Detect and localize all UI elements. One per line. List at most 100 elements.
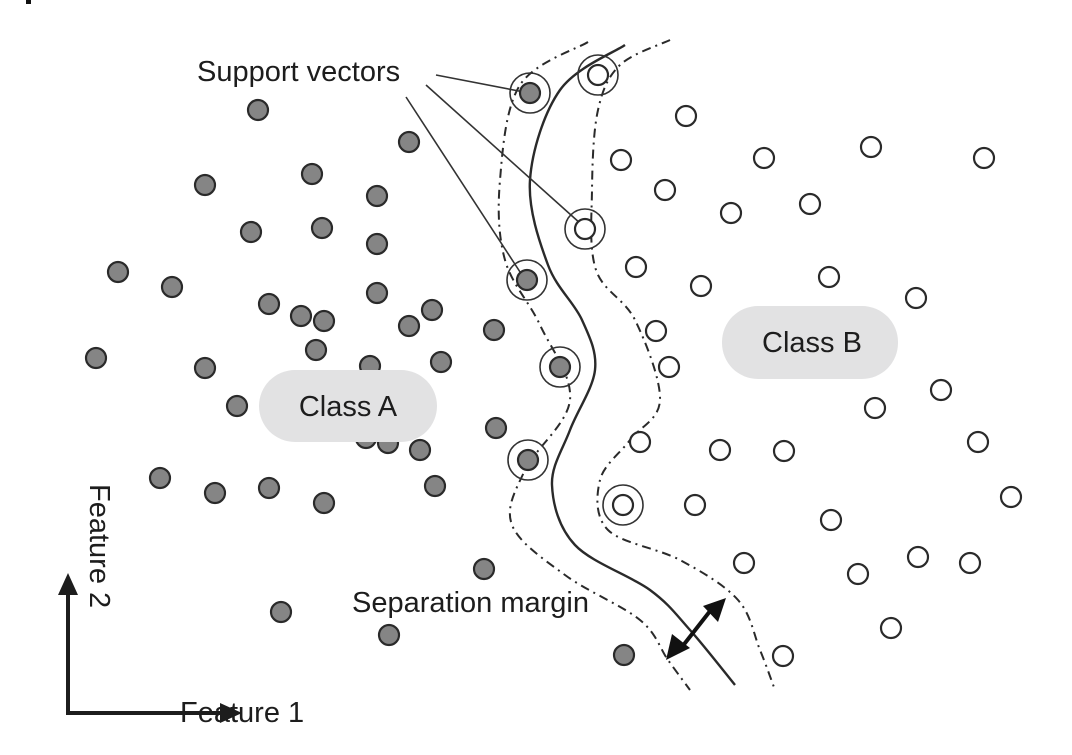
class-b-point: [999, 485, 1023, 509]
class-b-point: [752, 146, 776, 170]
filled-circle-marker: [239, 220, 263, 244]
feature-2-label: Feature 2: [83, 484, 115, 608]
class-b-point: [859, 135, 883, 159]
corner-mark: [26, 0, 31, 4]
class-b-support-vector: [602, 484, 644, 526]
class-a-point: [482, 318, 506, 342]
open-circle-marker: [653, 178, 677, 202]
class-b-point: [904, 286, 928, 310]
filled-circle-marker: [397, 130, 421, 154]
class-a-point: [160, 275, 184, 299]
support-vector-leader-lines: [405, 74, 582, 276]
class-b-point: [719, 201, 743, 225]
class-a-label-group: Class A: [259, 370, 437, 442]
support-vector-leader-line: [435, 74, 525, 93]
open-circle-marker: [708, 438, 732, 462]
open-circle-marker: [657, 355, 681, 379]
class-b-label-group: Class B: [722, 306, 898, 379]
open-circle-marker: [817, 265, 841, 289]
class-a-label: Class A: [299, 391, 398, 423]
feature-1-arrowhead-icon: [220, 703, 242, 723]
open-circle-marker: [573, 217, 597, 241]
open-circle-marker: [966, 430, 990, 454]
class-b-label: Class B: [762, 327, 862, 359]
filled-circle-marker: [106, 260, 130, 284]
class-b-point: [929, 378, 953, 402]
filled-circle-marker: [148, 466, 172, 490]
class-a-point: [429, 350, 453, 374]
class-b-point: [708, 438, 732, 462]
class-a-pill: [259, 370, 437, 442]
class-a-point: [289, 304, 313, 328]
support-vector-ring: [506, 259, 548, 301]
class-a-point: [300, 162, 324, 186]
filled-circle-marker: [408, 438, 432, 462]
class-b-point: [906, 545, 930, 569]
filled-circle-marker: [193, 356, 217, 380]
class-a-point: [420, 298, 444, 322]
filled-circle-marker: [310, 216, 334, 240]
filled-circle-marker: [429, 350, 453, 374]
open-circle-marker: [772, 439, 796, 463]
class-a-point: [484, 416, 508, 440]
class-a-point: [193, 356, 217, 380]
open-circle-marker: [859, 135, 883, 159]
open-circle-marker: [586, 63, 610, 87]
open-circle-marker: [689, 274, 713, 298]
filled-circle-marker: [312, 491, 336, 515]
class-a-point: [310, 216, 334, 240]
class-b-point: [644, 319, 668, 343]
class-a-point: [423, 474, 447, 498]
open-circle-marker: [771, 644, 795, 668]
open-circle-marker: [906, 545, 930, 569]
class-b-point: [966, 430, 990, 454]
class-b-point: [689, 274, 713, 298]
filled-circle-marker: [289, 304, 313, 328]
margin-double-arrow: [666, 598, 726, 660]
class-a-point: [365, 232, 389, 256]
class-b-point: [683, 493, 707, 517]
filled-circle-marker: [300, 162, 324, 186]
support-vector-ring: [509, 72, 551, 114]
margin-arrowhead-right-icon: [703, 598, 726, 622]
filled-circle-marker: [257, 292, 281, 316]
class-b-point: [772, 439, 796, 463]
filled-circle-marker: [548, 355, 572, 379]
class-b-point: [628, 430, 652, 454]
open-circle-marker: [719, 201, 743, 225]
class-a-support-vector: [507, 439, 549, 481]
class-b-point: [674, 104, 698, 128]
open-circle-marker: [609, 148, 633, 172]
class-b-support-vector: [577, 54, 619, 96]
filled-circle-marker: [482, 318, 506, 342]
filled-circle-marker: [312, 309, 336, 333]
open-circle-marker: [929, 378, 953, 402]
class-a-point: [472, 557, 496, 581]
class-b-point: [609, 148, 633, 172]
margin-class-a-line: [497, 41, 691, 691]
class-b-point: [863, 396, 887, 420]
filled-circle-marker: [365, 184, 389, 208]
filled-circle-marker: [612, 643, 636, 667]
class-a-point: [257, 476, 281, 500]
open-circle-marker: [624, 255, 648, 279]
open-circle-marker: [819, 508, 843, 532]
open-circle-marker: [972, 146, 996, 170]
open-circle-marker: [879, 616, 903, 640]
open-circle-marker: [683, 493, 707, 517]
class-a-point: [377, 623, 401, 647]
filled-circle-marker: [484, 416, 508, 440]
class-a-point: [225, 394, 249, 418]
class-b-point: [846, 562, 870, 586]
filled-circle-marker: [516, 448, 540, 472]
filled-circle-marker: [515, 268, 539, 292]
class-a-point: [148, 466, 172, 490]
filled-circle-marker: [420, 298, 444, 322]
filled-circle-marker: [84, 346, 108, 370]
support-vector-ring: [564, 208, 606, 250]
class-b-point: [771, 644, 795, 668]
class-a-point: [397, 130, 421, 154]
class-a-point: [269, 600, 293, 624]
filled-circle-marker: [160, 275, 184, 299]
